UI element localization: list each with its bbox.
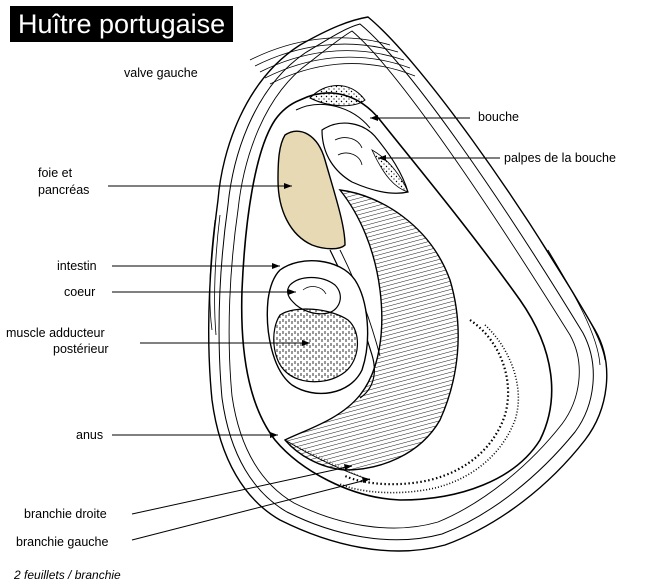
label-valve-gauche: valve gauche (124, 66, 198, 81)
label-muscle-line2: postérieur (53, 342, 109, 357)
label-branchie-droite: branchie droite (24, 507, 107, 522)
posterior-adductor-muscle (274, 309, 358, 382)
label-anus: anus (76, 428, 103, 443)
label-bouche: bouche (478, 110, 519, 125)
label-muscle-line1: muscle adducteur (6, 326, 105, 341)
mouth-region (310, 86, 365, 106)
label-coeur: coeur (64, 285, 95, 300)
label-palpes: palpes de la bouche (504, 151, 616, 166)
label-intestin: intestin (57, 259, 97, 274)
label-foie-line1: foie et (38, 166, 72, 181)
label-branchie-gauche: branchie gauche (16, 535, 108, 550)
label-foie-line2: pancréas (38, 183, 89, 198)
footnote: 2 feuillets / branchie (14, 568, 121, 582)
